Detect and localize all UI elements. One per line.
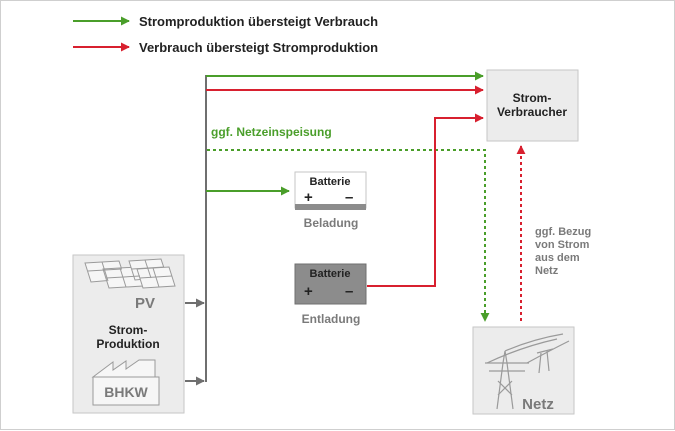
red-flow-battery-to-consumer [367,113,484,287]
battery-discharge-minus: – [345,283,353,300]
production-title-line2: Produktion [96,337,159,351]
battery-charge-caption: Beladung [304,216,359,230]
battery-discharge-caption: Entladung [302,312,361,326]
grid-draw-line2: von Strom [535,239,590,251]
feed-in-dotted-arrow [207,149,490,322]
battery-charge-minus: – [345,189,353,206]
consumer-line1: Strom- [513,91,552,105]
battery-charge-plus: + [304,189,313,206]
solar-panel-icon [84,258,176,289]
feed-in-label: ggf. Netzeinspeisung [211,125,332,139]
battery-discharge-plus: + [304,283,313,300]
grid-draw-line4: Netz [535,265,559,277]
consumer-box [486,69,579,142]
battery-charge-box [294,171,367,209]
grid-draw-line3: aus dem [535,252,580,264]
production-title-line1: Strom- [109,323,148,337]
battery-discharge-box [294,263,367,305]
legend-red-label: Verbrauch übersteigt Stromproduktion [139,40,378,55]
power-pylon-icon [485,333,570,410]
grid-draw-line1: ggf. Bezug [535,226,591,238]
battery-charge-base [295,204,366,210]
bhkw-label: BHKW [104,384,148,400]
legend-green-label: Stromproduktion übersteigt Verbrauch [139,14,378,29]
battery-charge-title: Batterie [310,176,351,188]
consumer-line2: Verbraucher [497,105,567,119]
pv-label: PV [135,295,155,312]
grid-label: Netz [522,396,554,413]
battery-discharge-title: Batterie [310,268,351,280]
bhkw-house-icon [91,359,160,406]
